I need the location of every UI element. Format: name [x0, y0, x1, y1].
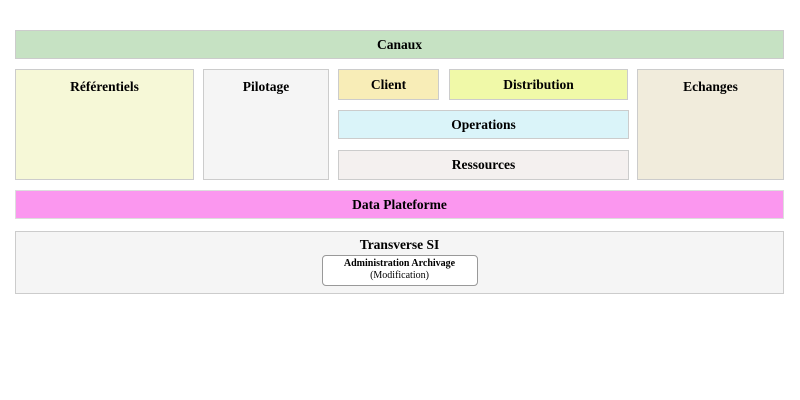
client-block: Client — [338, 69, 439, 100]
operations-block: Operations — [338, 110, 629, 139]
canaux-block: Canaux — [15, 30, 784, 59]
transverse-si-label: Transverse SI — [359, 237, 440, 252]
referentiels-label: Référentiels — [70, 79, 139, 94]
data-plateforme-block: Data Plateforme — [15, 190, 784, 219]
modification-label: (Modification) — [370, 270, 429, 281]
ressources-block: Ressources — [338, 150, 629, 180]
client-label: Client — [370, 76, 407, 92]
distribution-block: Distribution — [449, 69, 628, 100]
transverse-si-block: Transverse SI Administration Archivage (… — [15, 231, 784, 294]
data-plateforme-label: Data Plateforme — [352, 196, 447, 212]
administration-archivage-box: Administration Archivage (Modification) — [321, 255, 478, 286]
ressources-label: Ressources — [451, 157, 516, 172]
echanges-label: Echanges — [683, 79, 738, 94]
operations-label: Operations — [451, 116, 516, 132]
distribution-label: Distribution — [503, 76, 574, 92]
pilotage-label: Pilotage — [242, 79, 290, 94]
administration-archivage-label: Administration Archivage — [343, 258, 456, 269]
echanges-block: Echanges — [637, 69, 784, 180]
pilotage-block: Pilotage — [203, 69, 329, 180]
referentiels-block: Référentiels — [15, 69, 194, 180]
canaux-label: Canaux — [376, 36, 422, 52]
